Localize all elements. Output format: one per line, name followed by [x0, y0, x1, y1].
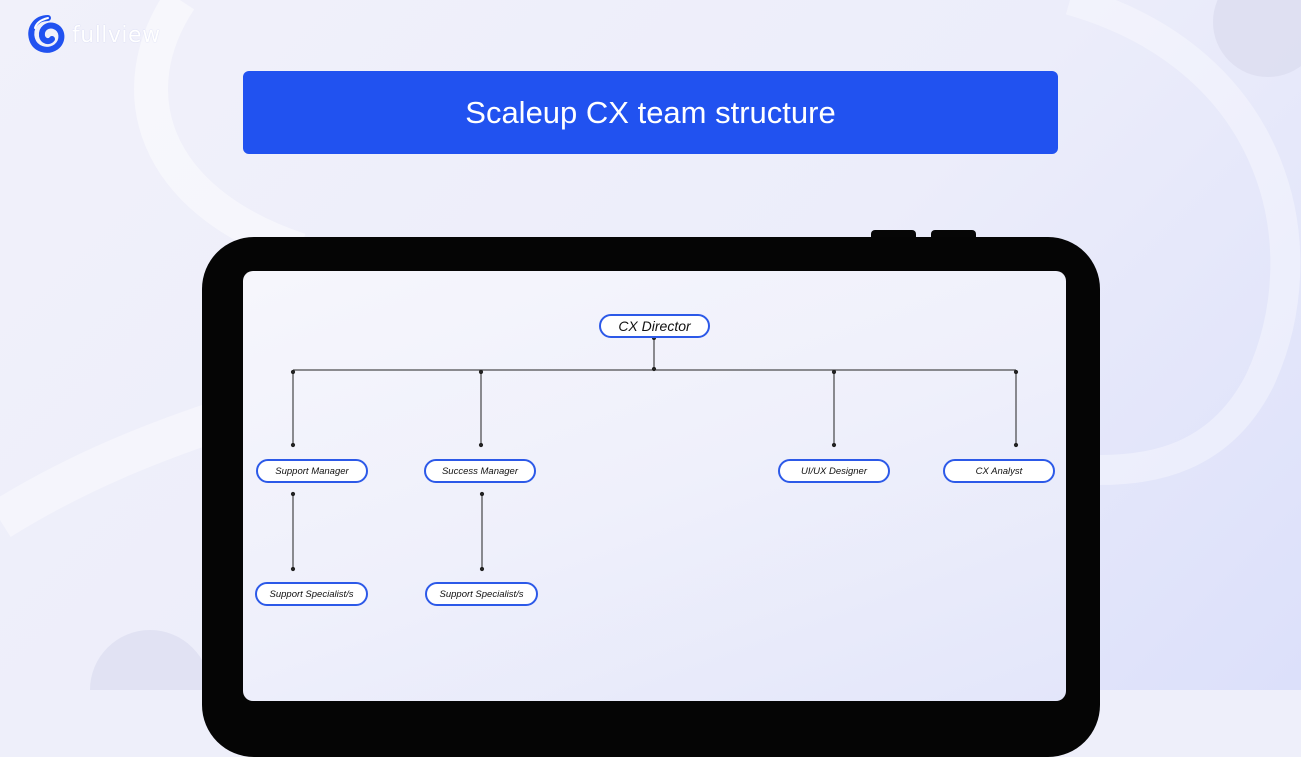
brand-logo[interactable]: fullview — [26, 14, 161, 56]
page-title: Scaleup CX team structure — [465, 94, 836, 130]
title-banner: Scaleup CX team structure — [243, 71, 1058, 154]
node-support-specialists-2: Support Specialist/s — [425, 582, 538, 606]
node-ui-ux-designer: UI/UX Designer — [778, 459, 890, 483]
fullview-logo-icon — [28, 15, 65, 53]
brand-name: fullview — [72, 22, 161, 48]
org-chart-connectors — [290, 335, 1019, 572]
node-success-manager: Success Manager — [424, 459, 536, 483]
background-swirl-decoration — [90, 0, 1301, 690]
node-support-manager: Support Manager — [256, 459, 368, 483]
node-cx-analyst: CX Analyst — [943, 459, 1055, 483]
node-cx-director: CX Director — [599, 314, 710, 338]
node-support-specialists-1: Support Specialist/s — [255, 582, 368, 606]
tablet-screen: CX Director Support Manager Success Mana… — [243, 271, 1066, 701]
